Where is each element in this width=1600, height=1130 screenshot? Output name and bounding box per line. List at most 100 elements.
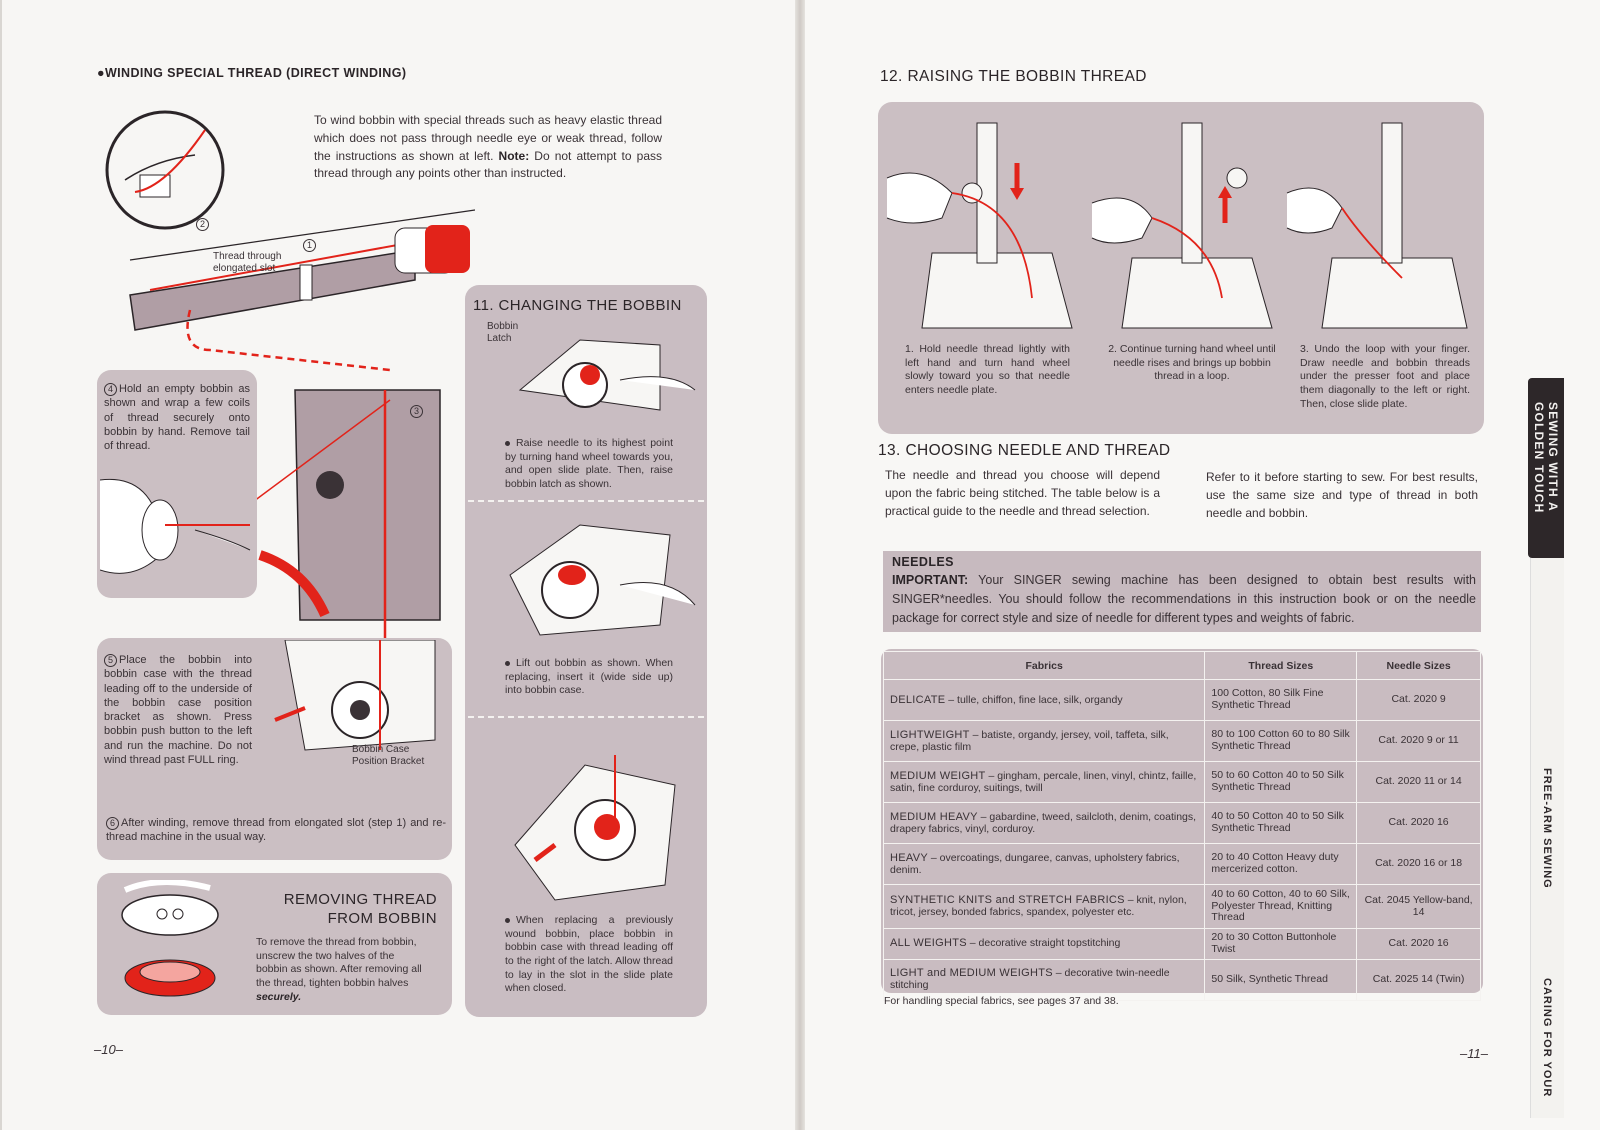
machine-arm — [129, 249, 416, 331]
note-label: Note: — [498, 148, 530, 163]
table-row: HEAVY – overcoatings, dungaree, canvas, … — [882, 843, 1481, 885]
removing-text-emphasis: securely. — [256, 990, 302, 1003]
sec11-step3: When replacing a previously wound bobbin… — [505, 914, 673, 995]
sec11-title: 11. CHANGING THE BOBBIN — [473, 297, 682, 314]
raise-step1-illustration — [886, 122, 1073, 329]
sec13-col2: Refer to it before starting to sew. For … — [1206, 470, 1478, 520]
thread-size-cell: 20 to 30 Cotton Buttonhole Twist — [1204, 928, 1358, 960]
header-fabrics: Fabrics — [882, 651, 1206, 680]
table-row: LIGHTWEIGHT – batiste, organdy, jersey, … — [882, 720, 1481, 762]
thread-slot-label: Thread through elongated slot — [213, 251, 282, 274]
step2-marker: 2 — [196, 218, 211, 231]
table-row: LIGHT and MEDIUM WEIGHTS – decorative tw… — [882, 958, 1481, 1001]
table-row: DELICATE – tulle, chiffon, fine lace, si… — [882, 679, 1481, 721]
winding-intro: To wind bobbin with special threads such… — [314, 112, 662, 183]
fabric-cell: HEAVY – overcoatings, dungaree, canvas, … — [882, 843, 1206, 885]
thread-size-cell: 100 Cotton, 80 Silk Fine Synthetic Threa… — [1204, 679, 1358, 721]
raise-step2-text: 2. Continue turning hand wheel until nee… — [1108, 343, 1276, 383]
needle-thread-table: Fabrics Thread Sizes Needle Sizes DELICA… — [882, 651, 1481, 1001]
bobbin-latch-illustration — [518, 339, 696, 411]
side-tab-strip: FREE-ARM SEWING CARING FOR YOUR — [1530, 558, 1564, 1118]
header-thread-sizes: Thread Sizes — [1204, 651, 1358, 680]
sec11-step1: Raise needle to its highest point by tur… — [505, 437, 673, 490]
fabric-category: SYNTHETIC KNITS and STRETCH FABRICS — [890, 894, 1125, 907]
raise-step2-illustration — [1091, 122, 1273, 329]
divider-2 — [468, 716, 704, 718]
needle-size-cell: Cat. 2020 11 or 14 — [1356, 761, 1481, 803]
note-text: Do not attempt to pass thread through an… — [314, 148, 662, 181]
step1-marker: 1 — [303, 239, 318, 252]
fabric-cell: MEDIUM HEAVY – gabardine, tweed, sailclo… — [882, 802, 1206, 844]
sec13-col1: The needle and thread you choose will de… — [885, 468, 1160, 518]
divider-1 — [468, 500, 704, 502]
table-row: MEDIUM WEIGHT – gingham, percale, linen,… — [882, 761, 1481, 803]
raise-step1-text: 1. Hold needle thread lightly with left … — [905, 343, 1070, 396]
sec13-title: 13. CHOOSING NEEDLE AND THREAD — [878, 442, 1171, 459]
fabric-description: – batiste, organdy, jersey, voil, taffet… — [890, 728, 1169, 753]
lift-bobbin-illustration — [509, 524, 696, 636]
header-needle-sizes: Needle Sizes — [1356, 651, 1481, 680]
needles-important: IMPORTANT: Your SINGER sewing machine ha… — [892, 571, 1476, 627]
winding-heading: ●WINDING SPECIAL THREAD (DIRECT WINDING) — [97, 66, 407, 80]
raise-step3-illustration — [1286, 122, 1468, 329]
needle-size-cell: Cat. 2020 16 — [1356, 802, 1481, 844]
page-number-10: –10– — [94, 1042, 123, 1057]
table-row: MEDIUM HEAVY – gabardine, tweed, sailclo… — [882, 802, 1481, 844]
fabric-description: – decorative straight topstitching — [966, 937, 1121, 950]
fabric-category: LIGHT and MEDIUM WEIGHTS — [890, 967, 1053, 980]
winding-illustration — [105, 110, 475, 640]
side-tab-golden-touch[interactable]: SEWING WITH A GOLDEN TOUCH — [1528, 378, 1564, 558]
footnote: For handling special fabrics, see pages … — [884, 995, 1119, 1007]
book-gutter — [795, 0, 805, 1130]
raising-bobbin-illustrations — [886, 122, 1468, 329]
thread-size-cell: 50 Silk, Synthetic Thread — [1204, 958, 1358, 1001]
fabric-cell: MEDIUM WEIGHT – gingham, percale, linen,… — [882, 761, 1206, 803]
important-text: Your SINGER sewing machine has been desi… — [892, 573, 1476, 625]
table-row: ALL WEIGHTS – decorative straight topsti… — [882, 928, 1481, 960]
fabric-category: LIGHTWEIGHT — [890, 728, 970, 741]
bracket-label: Bobbin Case Position Bracket — [352, 744, 425, 767]
thread-size-cell: 50 to 60 Cotton 40 to 50 Silk Synthetic … — [1204, 761, 1358, 803]
fabric-category: HEAVY — [890, 851, 928, 864]
side-strip-label-2: CARING FOR YOUR — [1541, 978, 1553, 1098]
winding-intro-text: To wind bobbin with special threads such… — [314, 113, 662, 163]
fabric-description: – decorative twin-needle stitching — [890, 967, 1170, 991]
fabric-description: – gingham, percale, linen, vinyl, chintz… — [890, 769, 1197, 794]
side-tab-label: SEWING WITH A GOLDEN TOUCH — [1532, 402, 1560, 514]
singer-logo — [316, 471, 344, 499]
thread-size-cell: 80 to 100 Cotton 60 to 80 Silk Synthetic… — [1204, 720, 1358, 762]
latch-label: Bobbin Latch — [487, 321, 519, 344]
table-row: SYNTHETIC KNITS and STRETCH FABRICS – kn… — [882, 884, 1481, 929]
step3-marker: 3 — [410, 405, 425, 418]
needle-size-cell: Cat. 2025 14 (Twin) — [1356, 958, 1481, 1001]
fabric-category: MEDIUM HEAVY — [890, 810, 978, 823]
fabric-category: ALL WEIGHTS — [890, 937, 967, 950]
fabric-cell: ALL WEIGHTS – decorative straight topsti… — [882, 928, 1206, 960]
bobbin-halves-illustration — [121, 880, 219, 997]
removing-title-line1: REMOVING THREAD — [283, 891, 437, 908]
removing-thread-title: REMOVING THREAD FROM BOBBIN — [255, 891, 437, 929]
bobbin-case-illustration — [274, 640, 436, 751]
thread-guide — [299, 264, 313, 301]
removing-title-line2: FROM BOBBIN — [327, 909, 437, 927]
sec12-title: 12. RAISING THE BOBBIN THREAD — [880, 68, 1147, 85]
raise-step3-text: 3. Undo the loop with your finger. Draw … — [1300, 343, 1470, 410]
side-strip-label-1: FREE-ARM SEWING — [1541, 768, 1553, 889]
fabric-description: – overcoatings, dungaree, canvas, uphols… — [890, 851, 1180, 876]
hand-bobbin-illustration — [100, 478, 251, 574]
fabric-category: DELICATE — [890, 693, 946, 706]
needles-panel — [883, 551, 1481, 632]
needle-size-cell: Cat. 2020 16 or 18 — [1356, 843, 1481, 885]
fabric-cell: LIGHTWEIGHT – batiste, organdy, jersey, … — [882, 720, 1206, 762]
fabric-description: – tulle, chiffon, fine lace, silk, organ… — [945, 693, 1123, 706]
page-number-11: –11– — [1460, 1046, 1488, 1061]
thread-size-cell: 20 to 40 Cotton Heavy duty mercerized co… — [1204, 843, 1358, 885]
detail-bobbin — [139, 174, 171, 198]
thread-size-cell: 40 to 60 Cotton, 40 to 60 Silk, Polyeste… — [1204, 884, 1358, 929]
fabric-category: MEDIUM WEIGHT — [890, 769, 986, 782]
removing-thread-text: To remove the thread from bobbin, unscre… — [256, 936, 422, 1004]
thread-size-cell: 40 to 50 Cotton 40 to 50 Silk Synthetic … — [1204, 802, 1358, 844]
fabric-description: – knit, nylon, tricot, jersey, bonded fa… — [890, 894, 1187, 918]
removing-text: To remove the thread from bobbin, unscre… — [256, 936, 422, 989]
